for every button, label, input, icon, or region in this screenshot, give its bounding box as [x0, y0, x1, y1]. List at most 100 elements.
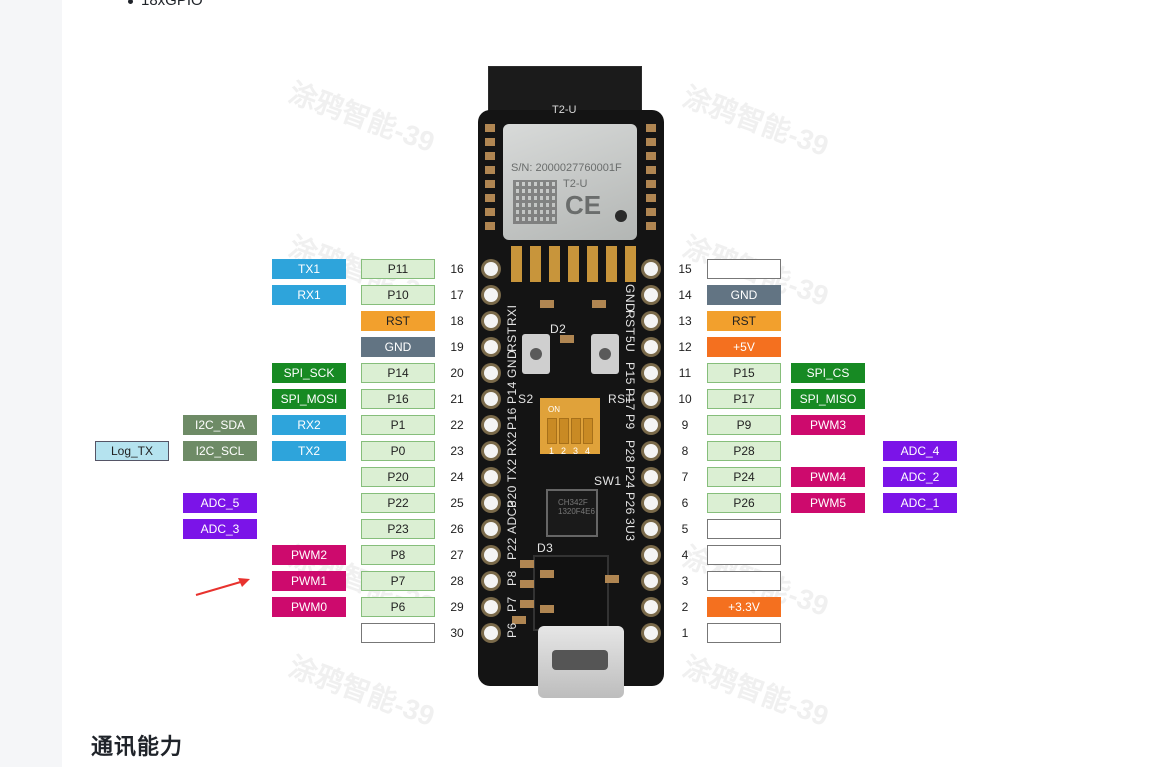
pin-number: 17 — [450, 288, 464, 302]
function-label: PWM5 — [791, 493, 865, 513]
pin-name-label: P11 — [361, 259, 435, 279]
function-label: ADC_4 — [883, 441, 957, 461]
pin-number: 6 — [681, 496, 689, 510]
silk-right-label: RST — [623, 310, 637, 336]
silk-misc-label: D3 — [537, 541, 554, 555]
smd-component — [520, 580, 534, 588]
header-pin-hole — [644, 496, 658, 510]
module-side-pad — [646, 138, 656, 146]
silk-right-label: P26 — [623, 492, 637, 515]
pin-number: 8 — [681, 444, 689, 458]
pin-name-label: P26 — [707, 493, 781, 513]
pin-number: 7 — [681, 470, 689, 484]
function-label: I2C_SDA — [183, 415, 257, 435]
smd-component — [520, 560, 534, 568]
dip-lever — [547, 418, 557, 444]
pin-number: 14 — [678, 288, 692, 302]
header-pin-hole — [484, 418, 498, 432]
module-side-pad — [485, 208, 495, 216]
module-pad — [606, 246, 617, 282]
smd-component — [560, 335, 574, 343]
function-label: PWM1 — [272, 571, 346, 591]
header-pin-hole — [644, 366, 658, 380]
pin-name-label: P16 — [361, 389, 435, 409]
pin-number: 27 — [450, 548, 464, 562]
pin-number: 20 — [450, 366, 464, 380]
header-pin-hole — [484, 392, 498, 406]
function-label: PWM3 — [791, 415, 865, 435]
dip-number: 2 — [561, 446, 567, 456]
pin-name-label — [707, 571, 781, 591]
pin-name-label: P6 — [361, 597, 435, 617]
pin-number: 16 — [450, 262, 464, 276]
header-pin-hole — [644, 418, 658, 432]
function-label: TX1 — [272, 259, 346, 279]
smd-component — [512, 616, 526, 624]
header-pin-hole — [644, 600, 658, 614]
pin-number: 2 — [681, 600, 689, 614]
module-side-pad — [485, 180, 495, 188]
function-label: RX2 — [272, 415, 346, 435]
pin-number: 15 — [678, 262, 692, 276]
module-pad — [549, 246, 560, 282]
pin-name-label: P20 — [361, 467, 435, 487]
pin-number: 13 — [678, 314, 692, 328]
smd-component — [592, 300, 606, 308]
module-side-pad — [646, 180, 656, 188]
pin-number: 18 — [450, 314, 464, 328]
pin-number: 29 — [450, 600, 464, 614]
dip-lever — [571, 418, 581, 444]
pin-name-label: P24 — [707, 467, 781, 487]
pin-name-label — [707, 545, 781, 565]
wifi-module: S/N: 2000027760001F T2-U CE — [503, 124, 637, 240]
silk-right-label: 3U3 — [623, 518, 637, 542]
pin-name-label: P7 — [361, 571, 435, 591]
header-pin-hole — [644, 262, 658, 276]
silk-right-label: P9 — [623, 414, 637, 430]
module-side-pad — [485, 152, 495, 160]
silk-left-label: P7 — [505, 596, 519, 612]
silk-misc-label: SW1 — [594, 474, 622, 488]
header-pin-hole — [644, 392, 658, 406]
silk-left-label: P16 — [505, 407, 519, 430]
function-label: ADC_1 — [883, 493, 957, 513]
header-pin-hole — [484, 262, 498, 276]
silk-left-label: RST — [505, 326, 519, 353]
function-label: PWM0 — [272, 597, 346, 617]
chip-marking: CH342F 1320F4E6 — [558, 498, 595, 516]
header-pin-hole — [484, 626, 498, 640]
header-pin-hole — [484, 340, 498, 354]
pin-name-label: P10 — [361, 285, 435, 305]
function-label: ADC_3 — [183, 519, 257, 539]
silk-left-label: TX2 — [505, 458, 519, 482]
pin-number: 23 — [450, 444, 464, 458]
pin-name-label: P1 — [361, 415, 435, 435]
pin-number: 3 — [681, 574, 689, 588]
header-pin-hole — [644, 288, 658, 302]
pin-name-label — [707, 519, 781, 539]
function-label: SPI_SCK — [272, 363, 346, 383]
header-pin-hole — [644, 314, 658, 328]
pin-name-label: P28 — [707, 441, 781, 461]
header-pin-hole — [644, 574, 658, 588]
dip-lever — [559, 418, 569, 444]
pin-name-label: GND — [361, 337, 435, 357]
pin-name-label: +3.3V — [707, 597, 781, 617]
module-side-pad — [646, 222, 656, 230]
pin-number: 9 — [681, 418, 689, 432]
function-label: SPI_MISO — [791, 389, 865, 409]
smd-component — [540, 300, 554, 308]
module-side-pad — [485, 166, 495, 174]
dip-number: 1 — [549, 446, 555, 456]
pin-name-label: P23 — [361, 519, 435, 539]
header-pin-hole — [484, 522, 498, 536]
dip-number: 3 — [573, 446, 579, 456]
silk-left-label: P14 — [505, 381, 519, 404]
pin-number: 22 — [450, 418, 464, 432]
function-label: TX2 — [272, 441, 346, 461]
section-heading: 通讯能力 — [91, 734, 184, 759]
pin-number: 26 — [450, 522, 464, 536]
qr-code-icon — [513, 180, 557, 224]
reset-button-left — [522, 334, 550, 374]
header-pin-hole — [484, 548, 498, 562]
